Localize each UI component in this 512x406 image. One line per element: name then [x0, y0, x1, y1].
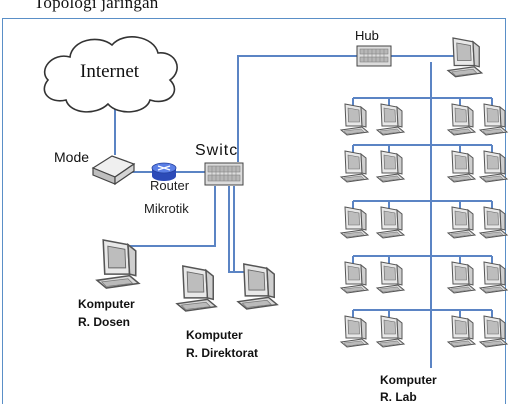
- modem-icon: [91, 155, 136, 186]
- computer-icon: [479, 206, 508, 239]
- computer-icon: [479, 315, 508, 348]
- dosen-label-line2: R. Dosen: [78, 315, 131, 329]
- cloud-icon: [43, 36, 178, 113]
- computer-icon: [447, 150, 476, 183]
- internet-label: Internet: [80, 61, 140, 82]
- router-icon: [151, 162, 177, 181]
- hub-icon: [356, 45, 392, 67]
- computer-icon: [340, 206, 369, 239]
- computer-icon: [340, 103, 369, 136]
- router-label: Router: [150, 178, 190, 193]
- computer-icon: [376, 315, 405, 348]
- dosen-label-line1: Komputer: [78, 297, 135, 311]
- computer-icon-direktorat-2: [237, 263, 278, 310]
- computer-icon: [376, 261, 405, 294]
- computer-icon: [340, 261, 369, 294]
- lab-links: [352, 97, 493, 318]
- computer-icon: [447, 206, 476, 239]
- modem-label: Mode: [54, 149, 90, 165]
- page-caption: Topologi jaringan: [34, 0, 159, 12]
- router-brand-label: Mikrotik: [144, 201, 189, 216]
- computer-icon: [376, 103, 405, 136]
- direktorat-label-line2: R. Direktorat: [186, 346, 259, 360]
- computer-icon-direktorat-1: [176, 265, 217, 312]
- computer-icon: [447, 261, 476, 294]
- computer-icon-hub: [447, 37, 483, 78]
- computer-icon: [376, 206, 405, 239]
- lab-label-line1: Komputer: [380, 373, 437, 387]
- computer-icon: [376, 150, 405, 183]
- hub-label: Hub: [355, 28, 379, 43]
- computer-icon: [340, 315, 369, 348]
- computer-icon: [479, 103, 508, 136]
- computer-icon: [479, 261, 508, 294]
- computer-icon: [479, 150, 508, 183]
- lab-label-line2: R. Lab: [380, 390, 417, 404]
- computer-icon: [340, 150, 369, 183]
- switch-label: Switc: [195, 142, 239, 159]
- computer-icon: [447, 103, 476, 136]
- computer-icon-dosen: [96, 239, 140, 289]
- switch-icon: [204, 162, 244, 186]
- diagram-frame: [2, 18, 506, 404]
- direktorat-label-line1: Komputer: [186, 328, 243, 342]
- computer-icon: [447, 315, 476, 348]
